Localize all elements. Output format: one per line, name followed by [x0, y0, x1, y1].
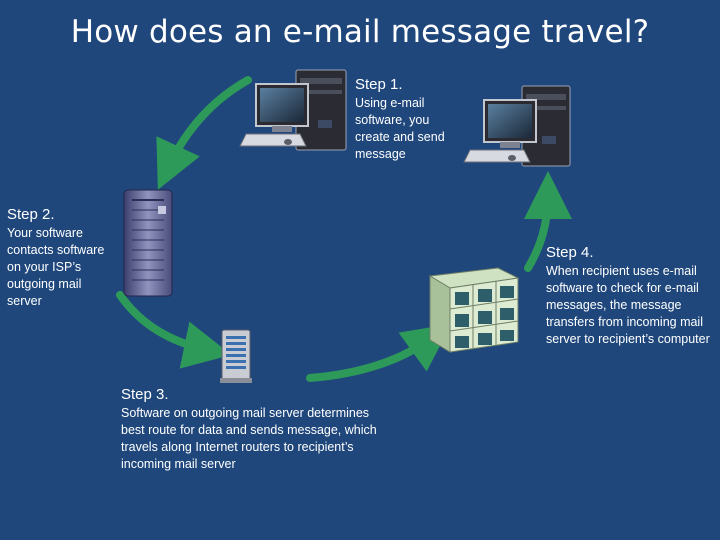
- step-1-heading: Step 1.: [355, 76, 403, 93]
- recipient-computer-icon: [463, 85, 571, 167]
- arrow-step3-to-step4: [306, 323, 452, 382]
- step-2-callout: Step 2. Your software contacts software …: [7, 206, 107, 310]
- outgoing-mail-server-icon: [123, 189, 173, 297]
- arrow-step1-to-step2: [156, 76, 252, 190]
- sender-computer-icon: [239, 69, 347, 151]
- step-3-heading: Step 3.: [121, 386, 169, 403]
- step-2-heading: Step 2.: [7, 206, 55, 223]
- step-4-text: When recipient uses e-mail software to c…: [546, 264, 710, 346]
- step-2-text: Your software contacts software on your …: [7, 226, 105, 308]
- arrow-step4-to-recipient: [523, 171, 572, 272]
- step-4-heading: Step 4.: [546, 244, 594, 261]
- arrow-step2-to-step3: [116, 291, 232, 369]
- step-4-callout: Step 4. When recipient uses e-mail softw…: [546, 244, 711, 348]
- step-1-text: Using e-mail software, you create and se…: [355, 96, 445, 161]
- step-3-callout: Step 3. Software on outgoing mail server…: [121, 386, 391, 473]
- incoming-mail-server-icon: [428, 267, 520, 353]
- step-3-text: Software on outgoing mail server determi…: [121, 406, 377, 471]
- step-1-callout: Step 1. Using e-mail software, you creat…: [355, 76, 455, 163]
- page-title: How does an e-mail message travel?: [70, 14, 650, 50]
- internet-router-icon: [220, 329, 252, 383]
